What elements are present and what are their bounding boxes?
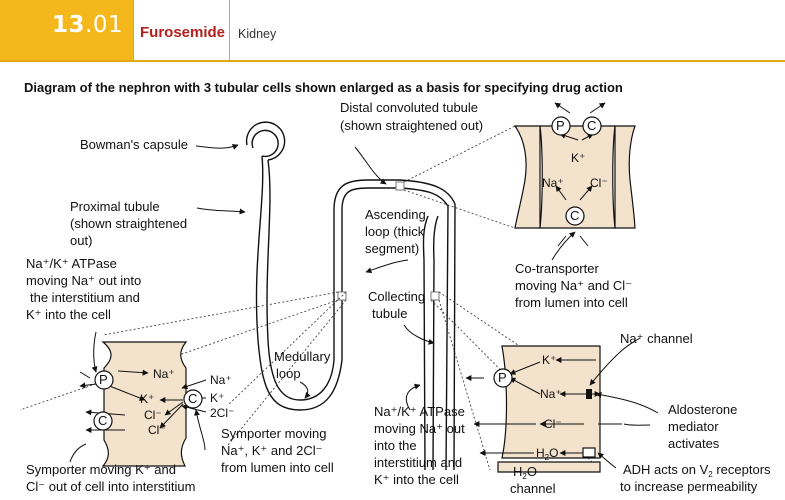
label-atpase-right-3: into the: [374, 438, 417, 453]
label-atpase-right-1: Na⁺/K⁺ ATPase: [374, 404, 465, 419]
cell-distal-transporters: P C K⁺ Na⁺ Cl⁻ C: [542, 102, 608, 247]
label-symp-mid-1: Symporter moving: [221, 426, 326, 441]
label-proximal-2: (shown straightened: [70, 216, 187, 231]
cell-left-k: K⁺: [140, 392, 154, 406]
enlargement-guides: [19, 125, 601, 471]
label-atpase-right-2: moving Na⁺ out: [374, 421, 465, 436]
label-distal-1: Distal convoluted tubule: [340, 100, 478, 115]
cell-top-k: K⁺: [571, 151, 585, 165]
section-name: Kidney: [238, 27, 277, 41]
pump-right-p: [493, 368, 513, 388]
pump-left-p-label: P: [99, 372, 108, 387]
label-distal-2: (shown straightened out): [340, 118, 483, 133]
chapter-major: 13: [52, 12, 86, 38]
transporter-top-c-label: C: [570, 208, 579, 223]
chapter-minor: .01: [85, 12, 124, 38]
cell-collecting-transporters: P K⁺ Na⁺ Cl⁻ H2O: [465, 353, 622, 462]
label-medullary-2: loop: [276, 366, 301, 381]
label-symp-left-2: Cl⁻ out of cell into interstitium: [26, 479, 195, 494]
label-ascending-2: loop (thick: [365, 224, 425, 239]
pump-top-c-label: C: [587, 118, 596, 133]
drug-name: Furosemide: [140, 24, 226, 41]
label-h2o-channel-2: channel: [510, 481, 556, 496]
cell-ascending: [101, 341, 188, 467]
cell-right-cl: Cl⁻: [544, 417, 562, 431]
cell-left-cl2: Cl⁻: [148, 423, 166, 437]
label-atpase-left-2: moving Na⁺ out into: [26, 273, 141, 288]
label-cotrans-2: moving Na⁺ and Cl⁻: [515, 278, 632, 293]
label-ascending-3: segment): [365, 241, 419, 256]
chapter-number: 13.01: [0, 0, 133, 60]
pump-top-p-label: P: [556, 118, 565, 133]
label-atpase-left-4: K⁺ into the cell: [26, 307, 111, 322]
lumen-2cl: 2Cl⁻: [210, 406, 234, 420]
distal-tubule: [399, 187, 449, 471]
annotations: [69, 144, 659, 469]
label-collecting-2: tubule: [372, 306, 407, 321]
label-collecting-1: Collecting: [368, 289, 425, 304]
label-symp-left-1: Symporter moving K⁺ and: [26, 462, 176, 477]
label-atpase-left-1: Na⁺/K⁺ ATPase: [26, 256, 117, 271]
cell-left-na: Na⁺: [153, 367, 175, 381]
symporter-c-label: C: [188, 391, 197, 406]
collecting-tubule: [432, 215, 439, 471]
cell-left-cl1: Cl⁻: [144, 408, 162, 422]
label-symp-mid-2: Na⁺, K⁺ and 2Cl⁻: [221, 443, 323, 458]
header: 13.01 Furosemide Kidney: [0, 0, 785, 60]
cell-right-na: Na⁺: [540, 387, 562, 401]
symporter-c: [183, 389, 203, 409]
label-proximal-1: Proximal tubule: [70, 199, 160, 214]
drug-name-box: Furosemide: [133, 0, 230, 60]
pump-right-p-label: P: [498, 370, 507, 385]
label-bowman: Bowman's capsule: [80, 137, 188, 152]
cell-top-cl: Cl⁻: [590, 176, 608, 190]
diagram-title: Diagram of the nephron with 3 tubular ce…: [24, 80, 623, 95]
label-adh-2: to increase permeability: [620, 479, 758, 494]
label-aldo-1: Aldosterone: [668, 402, 737, 417]
label-symp-mid-3: from lumen into cell: [221, 460, 334, 475]
h2o-channel-icon: [582, 447, 596, 458]
label-aldo-3: activates: [668, 436, 720, 451]
pump-left-p: [94, 370, 114, 390]
lumen-k: K⁺: [210, 391, 224, 405]
pump-top-c: [582, 116, 602, 136]
label-atpase-left-3: the interstitium and: [30, 290, 140, 305]
cell-top-na: Na⁺: [542, 176, 564, 190]
cell-right-k: K⁺: [542, 353, 556, 367]
cell-right-h2o: H2O: [536, 446, 558, 462]
transporter-left-c: [93, 411, 113, 431]
text-labels: Bowman's capsule Proximal tubule (shown …: [26, 100, 771, 496]
cell-collecting: [497, 345, 601, 473]
label-medullary-1: Medullary: [274, 349, 331, 364]
na-channel-icon: [586, 389, 592, 399]
section-box: Kidney: [230, 0, 785, 60]
label-atpase-right-5: K⁺ into the cell: [374, 472, 459, 487]
header-rule: [0, 60, 785, 62]
lumen-na: Na⁺: [210, 373, 232, 387]
cell-distal: [513, 125, 636, 229]
label-adh-1: ADH acts on V2 receptors: [623, 462, 771, 479]
label-atpase-right-4: interstitium and: [374, 455, 462, 470]
pump-top-p: [551, 116, 571, 136]
label-aldo-2: mediator: [668, 419, 719, 434]
transporter-top-c: [565, 206, 585, 226]
label-na-channel: Na⁺ channel: [620, 331, 693, 346]
label-h2o-channel-1: H2O: [513, 464, 537, 481]
label-proximal-3: out): [70, 233, 92, 248]
nephron-tubule: [245, 121, 456, 471]
proximal-tubule: [255, 155, 400, 411]
cell-ascending-transporters: P C C Na⁺ K⁺ Cl⁻ Cl⁻ Na⁺ K⁺ 2Cl⁻: [79, 367, 234, 437]
label-cotrans-1: Co-transporter: [515, 261, 599, 276]
label-cotrans-3: from lumen into cell: [515, 295, 628, 310]
bowman-capsule: [251, 129, 279, 158]
label-ascending-1: Ascending: [365, 207, 426, 222]
transporter-left-c-label: C: [98, 413, 107, 428]
